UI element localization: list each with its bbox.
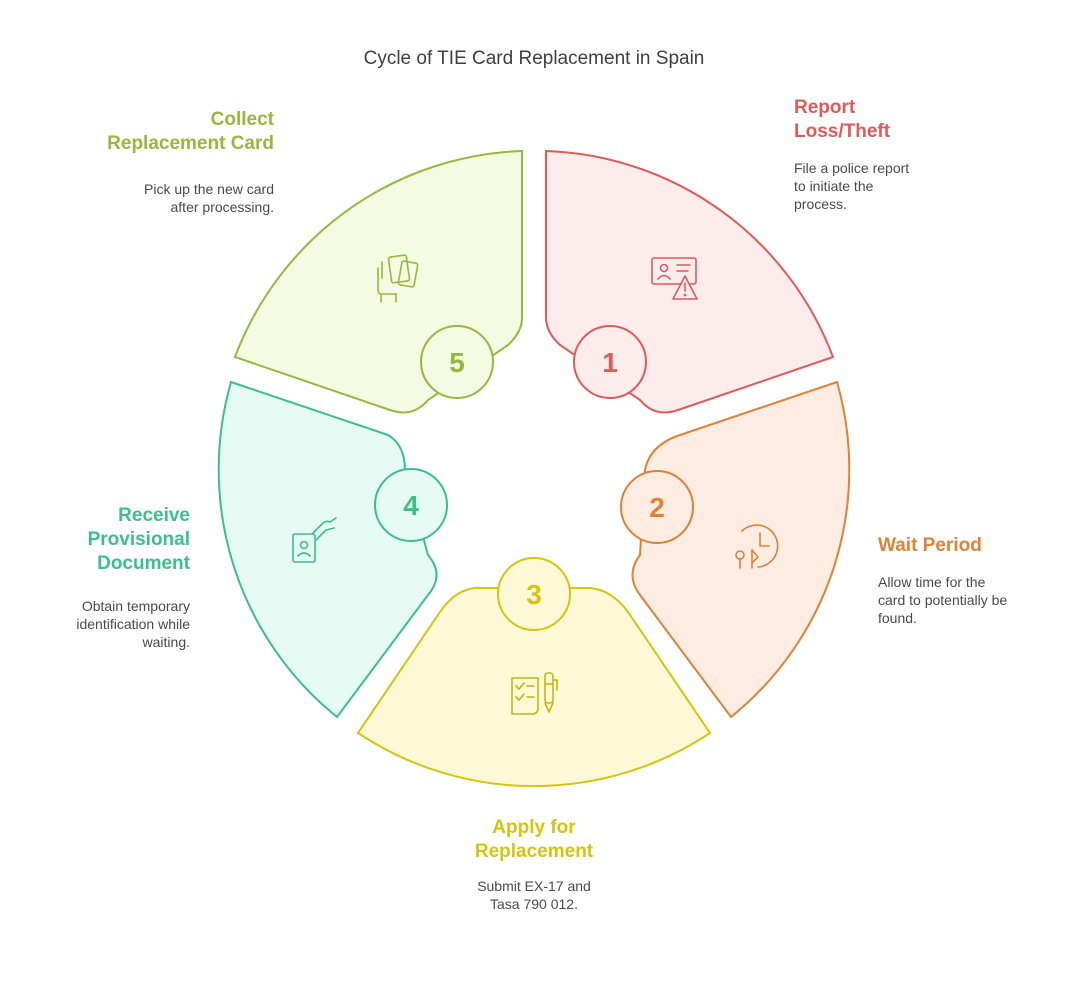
step-2-desc-line1: Allow time for the <box>878 574 986 590</box>
step-4-title: Receive Provisional Document <box>20 504 190 576</box>
step-5-title-line2: Replacement Card <box>107 133 274 154</box>
step-3-title-line1: Apply for <box>492 817 576 838</box>
step-4-desc-line1: Obtain temporary <box>81 598 190 614</box>
step-4-title-line3: Document <box>97 553 190 574</box>
step-5-number: 5 <box>449 347 465 378</box>
step-1-desc-line2: to initiate the <box>794 178 874 194</box>
step-5-desc-line1: Pick up the new card <box>144 181 274 197</box>
step-2-title-line1: Wait Period <box>878 535 982 556</box>
step-1-desc-line1: File a police report <box>794 160 910 176</box>
step-1-title-line2: Loss/Theft <box>794 121 891 142</box>
step-4-description: Obtain temporary identification while wa… <box>20 597 190 651</box>
step-5-description: Pick up the new card after processing. <box>40 180 274 216</box>
step-5-title: Collect Replacement Card <box>40 108 274 156</box>
step-4-desc-line3: waiting. <box>142 634 190 650</box>
step-4-title-line1: Receive <box>118 505 190 526</box>
step-3-desc-line2: Tasa 790 012. <box>490 896 578 912</box>
step-4-number: 4 <box>403 490 419 521</box>
step-1-number: 1 <box>602 347 618 378</box>
step-1-title: Report Loss/Theft <box>794 96 890 144</box>
step-4-title-line2: Provisional <box>87 529 190 550</box>
step-3-number: 3 <box>526 579 542 610</box>
segment-4 <box>217 380 438 719</box>
clock-pins-icon <box>735 524 779 569</box>
step-2-number: 2 <box>649 492 665 523</box>
hand-id-document-icon <box>292 517 337 563</box>
step-2-desc-line2: card to potentially be <box>878 592 1008 608</box>
id-card-warning-icon <box>651 257 698 300</box>
diagram-title: Cycle of TIE Card Replacement in Spain <box>363 48 705 69</box>
step-3-badge: 3 <box>497 557 571 631</box>
step-1-badge: 1 <box>573 325 647 399</box>
step-2-desc-line3: found. <box>878 610 917 626</box>
step-1-title-line1: Report <box>794 97 856 118</box>
step-5-title-line1: Collect <box>210 109 274 130</box>
step-5-desc-line2: after processing. <box>170 199 275 215</box>
step-3-title: Apply for Replacement <box>404 816 664 864</box>
step-3-description: Submit EX-17 and Tasa 790 012. <box>404 877 664 913</box>
step-3-desc-line1: Submit EX-17 and <box>477 878 591 894</box>
step-3-title-line2: Replacement <box>474 841 594 862</box>
step-4-desc-line2: identification while <box>76 616 190 632</box>
step-1-desc-line3: process. <box>794 196 847 212</box>
segment-2 <box>631 380 851 719</box>
checklist-pen-icon <box>511 672 558 715</box>
step-1-description: File a police report to initiate the pro… <box>794 159 909 213</box>
hand-cards-icon <box>377 254 419 303</box>
step-2-title: Wait Period <box>878 534 982 558</box>
step-2-description: Allow time for the card to potentially b… <box>878 573 1007 627</box>
step-4-badge: 4 <box>374 468 448 542</box>
segment-3 <box>356 587 712 788</box>
step-2-badge: 2 <box>620 470 694 544</box>
step-5-badge: 5 <box>420 325 494 399</box>
